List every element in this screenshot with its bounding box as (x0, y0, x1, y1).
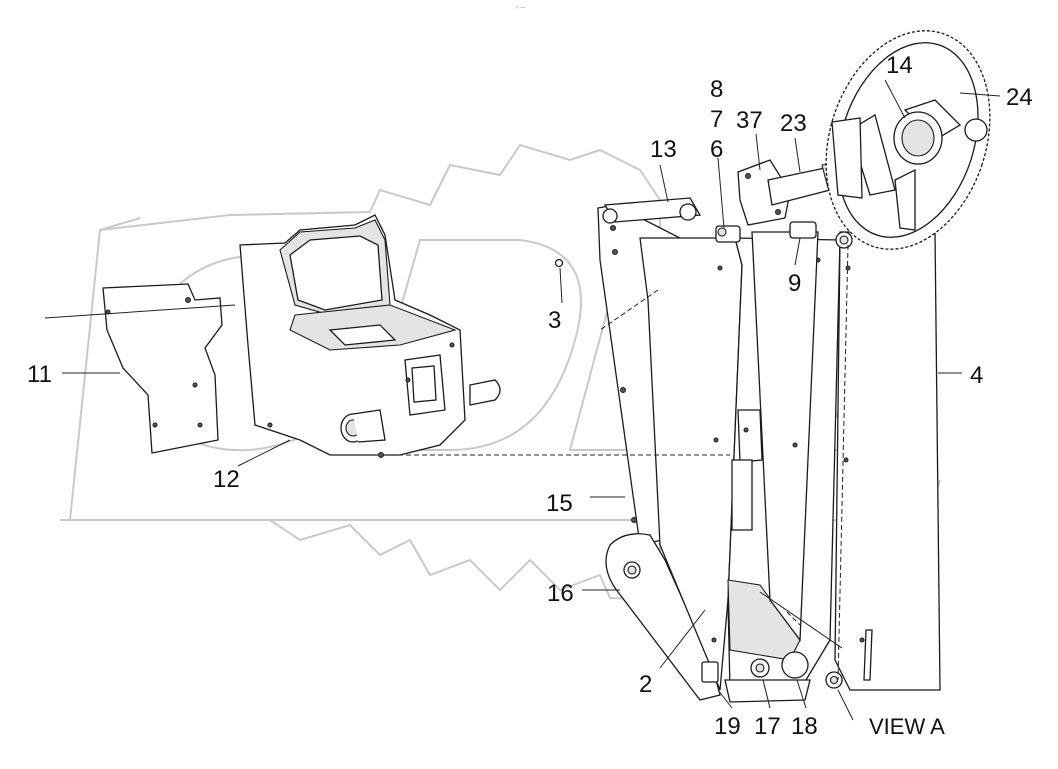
label-8: 8 (710, 76, 723, 103)
label-4: 4 (970, 362, 983, 389)
label-view-a: VIEW A (869, 714, 945, 739)
part-19-nut (701, 661, 719, 683)
label-7: 7 (710, 106, 723, 133)
part-14-horn-hub (893, 111, 988, 165)
label-15: 15 (546, 490, 573, 517)
part-13-top-crossbar (602, 197, 702, 224)
label-37: 37 (736, 107, 763, 134)
label-9: 9 (788, 270, 801, 297)
part-6-bolt (715, 225, 741, 243)
label-2: 2 (639, 671, 652, 698)
tiny-mark: ≈ — (516, 5, 525, 11)
view-a-marker (825, 671, 843, 689)
part-3-screw (554, 258, 564, 268)
part-37-flange (737, 159, 791, 226)
part-9-bolt (789, 221, 817, 239)
label-3: 3 (548, 307, 561, 334)
label-16: 16 (547, 580, 574, 607)
label-11: 11 (27, 361, 52, 388)
part-18-plug (781, 651, 809, 679)
label-23: 23 (780, 110, 807, 137)
label-12: 12 (213, 466, 240, 493)
part-11-cover-plate (102, 283, 223, 454)
label-24: 24 (1006, 84, 1033, 111)
part-9-inner-strip (731, 231, 819, 642)
watermark-letter-d (358, 239, 582, 451)
callout-labels: 11 12 3 13 6 8 7 37 23 14 24 9 4 15 16 2… (27, 52, 1033, 740)
view-a-ring (835, 231, 853, 249)
leader-lines (44, 79, 1001, 721)
label-19: 19 (714, 713, 741, 740)
part-12-console-housing (239, 214, 501, 458)
part-17-bolt (750, 658, 770, 678)
label-13: 13 (650, 136, 677, 163)
label-17: 17 (754, 713, 781, 740)
part-4-right-cover (834, 231, 941, 691)
label-6: 6 (710, 136, 723, 163)
part-16-bottom-bracket (605, 533, 721, 701)
dashed-lines (398, 244, 849, 681)
label-14: 14 (886, 52, 913, 79)
label-18: 18 (791, 713, 818, 740)
